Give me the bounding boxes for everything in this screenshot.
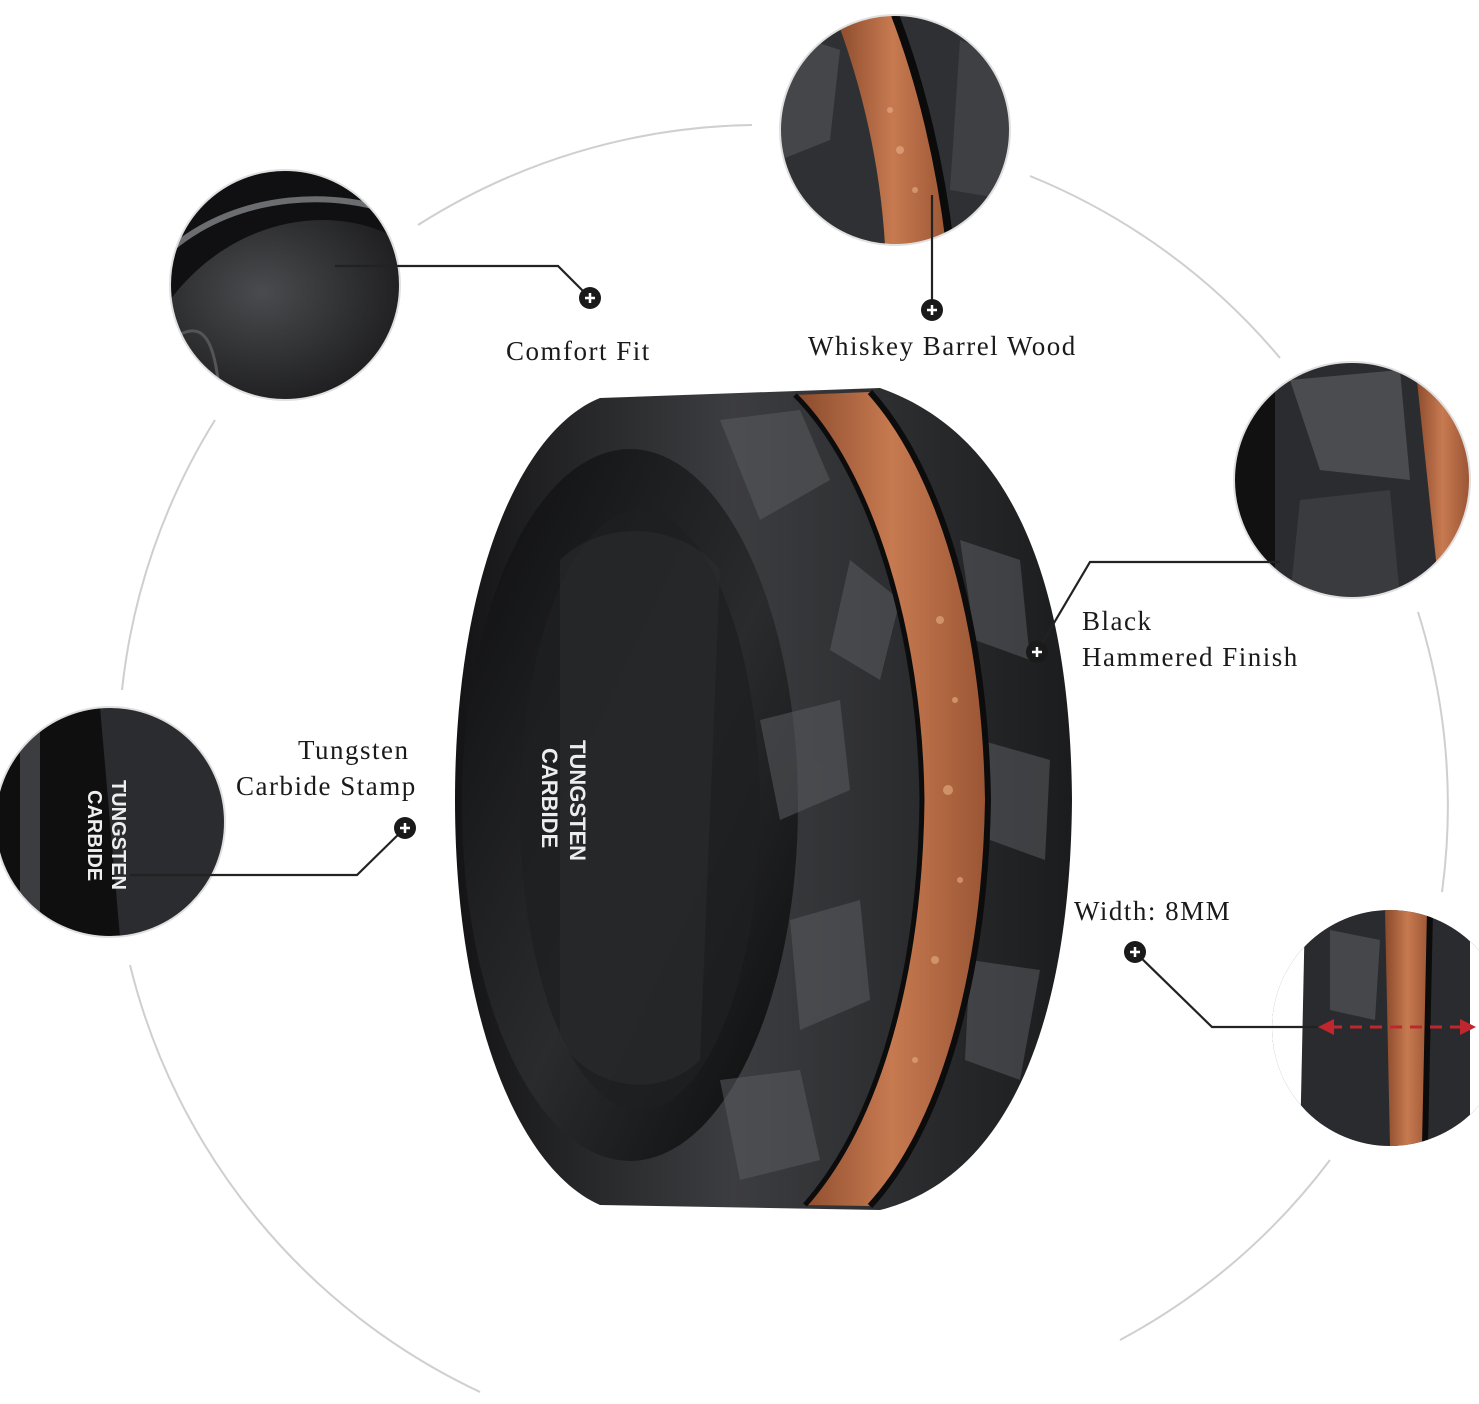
zoom-comfort-fit bbox=[169, 169, 401, 401]
label-black-hammered-finish-line1: Black bbox=[1082, 606, 1153, 636]
guide-circle bbox=[121, 124, 1449, 1393]
plus-marker-icon bbox=[1026, 641, 1048, 663]
label-tungsten-stamp-line2: Carbide Stamp bbox=[236, 771, 417, 801]
ring-engraving: TUNGSTEN CARBIDE bbox=[537, 740, 590, 861]
width-arrow bbox=[1318, 1019, 1476, 1035]
plus-marker-icon bbox=[921, 299, 943, 321]
engraving-line1: TUNGSTEN bbox=[565, 740, 590, 861]
ring-main-image: TUNGSTEN CARBIDE bbox=[455, 388, 1072, 1210]
stamp-zoom-line2: CARBIDE bbox=[83, 790, 105, 881]
engraving-line2: CARBIDE bbox=[537, 748, 562, 848]
plus-marker-icon bbox=[579, 287, 601, 309]
wood-inlay bbox=[795, 392, 988, 1206]
plus-markers bbox=[394, 287, 1146, 963]
plus-marker-icon bbox=[1124, 941, 1146, 963]
label-black-hammered-finish-line2: Hammered Finish bbox=[1082, 642, 1299, 672]
zoom-whiskey-barrel-wood bbox=[779, 14, 1011, 246]
stamp-zoom-line1: TUNGSTEN bbox=[107, 780, 129, 890]
label-whiskey-barrel-wood: Whiskey Barrel Wood bbox=[808, 331, 1077, 361]
zoom-tungsten-stamp: TUNGSTEN CARBIDE bbox=[0, 706, 226, 938]
hammered-facets bbox=[720, 410, 1050, 1180]
plus-marker-icon bbox=[394, 817, 416, 839]
label-comfort-fit: Comfort Fit bbox=[506, 336, 651, 366]
label-width: Width: 8MM bbox=[1074, 896, 1232, 926]
label-tungsten-stamp-line1: Tungsten bbox=[298, 735, 410, 765]
leader-lines bbox=[130, 195, 1318, 1029]
